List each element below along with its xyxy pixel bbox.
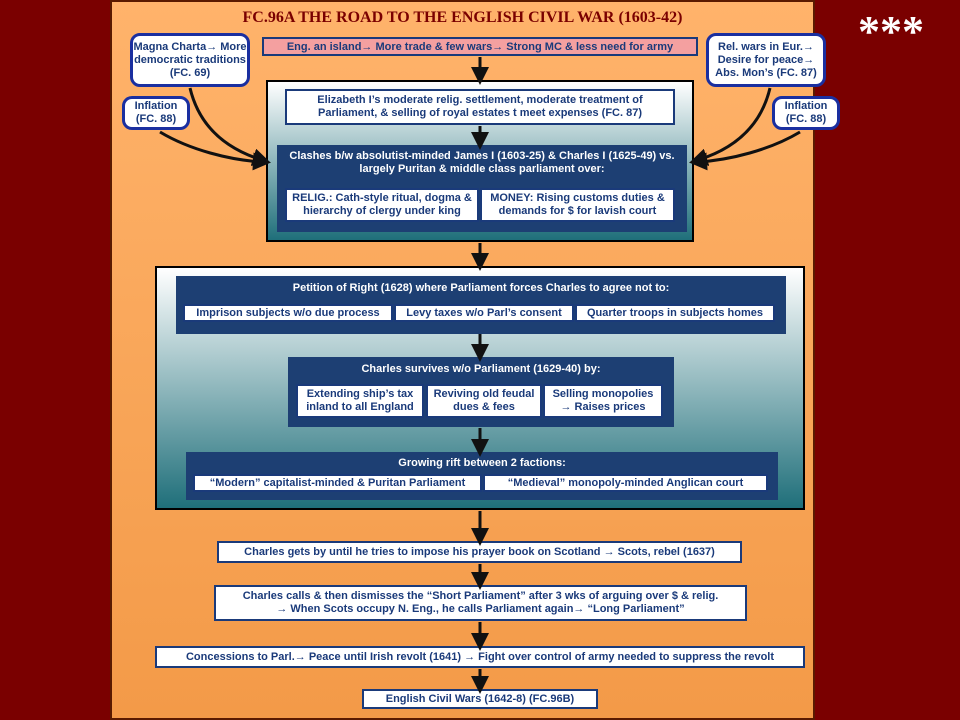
rift-text: Growing rift between 2 factions: (398, 457, 566, 469)
surv-item-2: Reviving old feudal dues & fees (426, 384, 542, 418)
arrow-left-oval1 (188, 87, 271, 166)
rift-item-1: “Modern” capitalist-minded & Puritan Par… (193, 474, 482, 492)
pet-item-3: Quarter troops in subjects homes (575, 304, 775, 322)
left-oval-magna: Magna Charta→ More democratic traditions… (130, 33, 250, 87)
top-box: Eng. an island→ More trade & few wars→ S… (262, 37, 698, 56)
surv-item-1: Extending ship’s tax inland to all Engla… (296, 384, 424, 418)
stars-mark: *** (858, 7, 924, 56)
arrow-right-oval1 (689, 87, 772, 166)
petition-text: Petition of Right (1628) where Parliamen… (292, 282, 670, 294)
rift-item-2: “Medieval” monopoly-minded Anglican cour… (483, 474, 768, 492)
elizabeth-box: Elizabeth I’s moderate relig. settlement… (285, 89, 675, 125)
survives-text: Charles survives w/o Parliament (1629-40… (361, 363, 601, 375)
right-oval-inflation: Inflation (FC. 88) (772, 96, 840, 130)
arrow-left-oval2 (159, 130, 271, 171)
clashes-text: Clashes b/w absolutist-minded James I (1… (289, 150, 675, 175)
surv-item-3: Selling monopolies → Raises prices (543, 384, 663, 418)
pet-item-1: Imprison subjects w/o due process (183, 304, 393, 322)
left-oval-inflation: Inflation (FC. 88) (122, 96, 190, 130)
arrow-right-oval2 (689, 130, 801, 171)
step-concessions: Concessions to Parl.→ Peace until Irish … (155, 646, 805, 668)
step-short-parliament: Charles calls & then dismisses the “Shor… (214, 585, 747, 621)
page-title: FC.96A THE ROAD TO THE ENGLISH CIVIL WAR… (242, 9, 683, 26)
step2-line1: Charles calls & then dismisses the “Shor… (242, 590, 719, 602)
step2-line2: → When Scots occupy N. Eng., he calls Pa… (276, 603, 685, 615)
money-box: MONEY: Rising customs duties & demands f… (480, 188, 675, 222)
pet-item-2: Levy taxes w/o Parl’s consent (394, 304, 574, 322)
relig-box: RELIG.: Cath-style ritual, dogma & hiera… (285, 188, 479, 222)
right-oval-relig: Rel. wars in Eur.→ Desire for peace→ Abs… (706, 33, 826, 87)
